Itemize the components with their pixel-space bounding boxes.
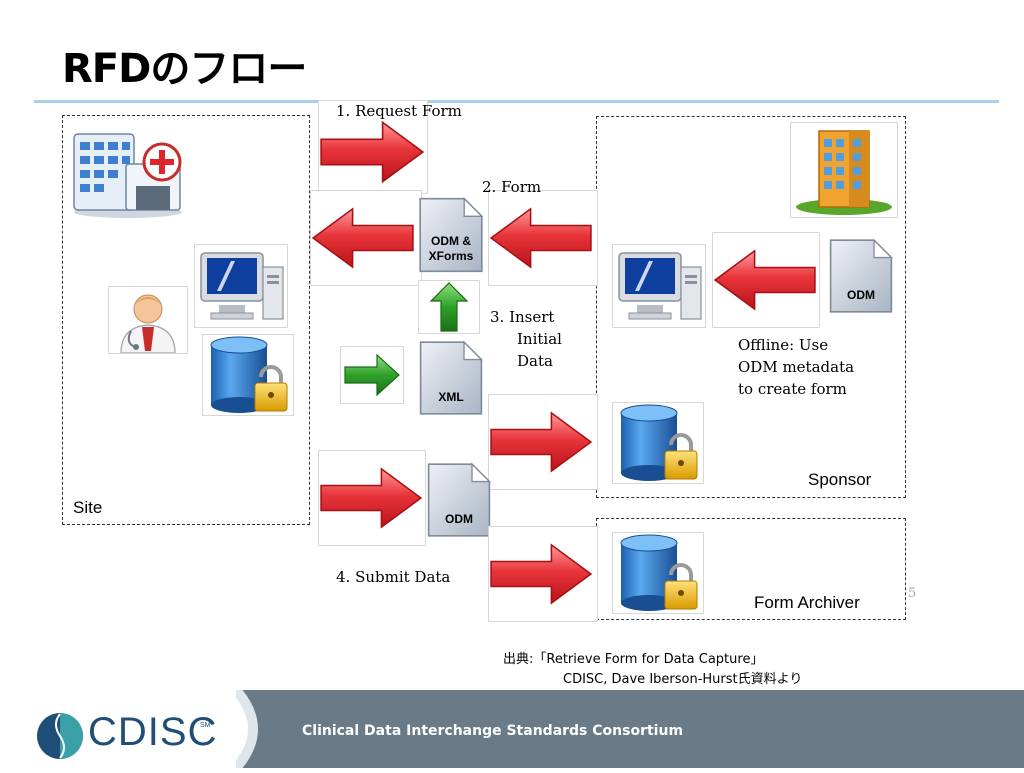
to-archiver-arrow xyxy=(488,526,598,622)
site-container xyxy=(62,115,310,525)
odm-xforms-document-icon: ODM & XForms xyxy=(418,196,484,274)
hospital-icon xyxy=(66,124,186,220)
source-citation-line2: CDISC, Dave Iberson-Hurst氏資料より xyxy=(563,672,803,687)
insert-data-up-arrow xyxy=(418,280,480,334)
offline-note-line3: to create form xyxy=(738,380,847,398)
offline-note-line1: Offline: Use xyxy=(738,336,829,354)
offline-note: Offline: Use ODM metadata to create form xyxy=(738,334,854,400)
odm-xforms-label: ODM & XForms xyxy=(418,234,484,264)
xml-label: XML xyxy=(438,390,464,404)
sponsor-database-icon xyxy=(612,402,704,484)
sponsor-container xyxy=(596,116,906,498)
doctor-icon xyxy=(108,286,188,354)
sponsor-odm-label: ODM xyxy=(847,288,875,302)
submit-odm-label: ODM xyxy=(445,512,473,526)
sponsor-computer-icon xyxy=(612,244,706,328)
submit-odm-document-icon: ODM xyxy=(426,462,492,538)
xml-green-arrow xyxy=(340,346,404,404)
footer-tagline: Clinical Data Interchange Standards Cons… xyxy=(302,723,684,739)
sponsor-building-icon xyxy=(790,122,898,218)
insert-data-line3: Data xyxy=(517,352,553,370)
source-citation-line1: 出典:「Retrieve Form for Data Capture」 xyxy=(503,652,764,667)
odm-xforms-label-line2: XForms xyxy=(428,249,474,263)
sponsor-label: Sponsor xyxy=(808,470,872,489)
sponsor-send-form-arrow xyxy=(488,190,598,286)
site-database-icon xyxy=(202,334,294,416)
footer-bar xyxy=(252,690,1024,768)
offline-note-line2: ODM metadata xyxy=(738,358,855,376)
submit-data-arrow xyxy=(318,450,426,546)
page-number: 5 xyxy=(908,586,917,601)
cdisc-logo-sm: SM xyxy=(200,722,211,729)
request-form-arrow xyxy=(318,100,428,194)
insert-data-line2: Initial xyxy=(517,330,562,348)
cdisc-logo-text: CDISC xyxy=(88,710,218,754)
site-computer-icon xyxy=(194,244,288,328)
insert-data-line1: 3. Insert xyxy=(490,308,555,326)
submit-data-label: 4. Submit Data xyxy=(336,568,451,586)
footer-curve xyxy=(232,686,276,772)
sponsor-create-form-arrow xyxy=(712,232,820,328)
site-receive-form-arrow xyxy=(310,190,422,286)
form-label: 2. Form xyxy=(482,178,542,196)
site-label: Site xyxy=(73,498,103,517)
archiver-database-icon xyxy=(612,532,704,614)
form-archiver-label: Form Archiver xyxy=(754,593,860,612)
sponsor-odm-document-icon: ODM xyxy=(828,238,894,314)
request-form-label: 1. Request Form xyxy=(336,102,462,120)
slide-title: RFDのフロー xyxy=(62,46,307,92)
xml-document-icon: XML xyxy=(418,340,484,416)
title-rule xyxy=(34,100,999,103)
to-sponsor-arrow xyxy=(488,394,598,490)
insert-data-note: 3. Insert Initial Data xyxy=(490,306,562,372)
odm-xforms-label-line1: ODM & xyxy=(431,234,471,248)
cdisc-logo-mark xyxy=(36,712,84,760)
